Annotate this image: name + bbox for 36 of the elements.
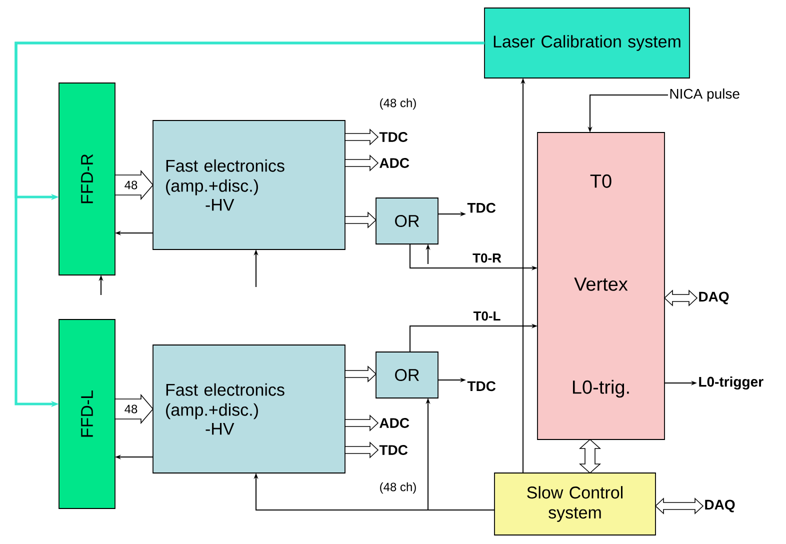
hollow-arrow (578, 438, 602, 474)
detector-box: FFD-R (58, 82, 116, 276)
hollow-arrow (344, 128, 379, 146)
hollow-arrow (114, 394, 154, 424)
edge-label: T0-L (472, 310, 502, 322)
hollow-arrow (654, 498, 704, 514)
channel-count-label: (48 ch) (380, 98, 416, 110)
signal-label: L0-trigger (699, 376, 764, 390)
edge-label: 48 (124, 404, 138, 414)
calibration-box: Laser Calibration system (484, 8, 690, 78)
channel-count-label: (48 ch) (380, 482, 416, 494)
edge-label: T0-R (472, 252, 502, 264)
hollow-arrow (344, 154, 379, 172)
detector-box: FFD-L (58, 319, 116, 509)
hollow-arrow (344, 414, 379, 432)
hollow-arrow (664, 290, 698, 306)
electronics-box: Fast electronics (amp.+disc.) -HV (152, 344, 346, 474)
control-box: Slow Control system (494, 472, 656, 536)
edge-label: 48 (124, 180, 138, 190)
trigger-box: T0 Vertex L0-trig. (537, 132, 665, 440)
hollow-arrow (344, 442, 379, 458)
signal-label: TDC (467, 381, 496, 392)
signal-label: TDC (467, 202, 496, 213)
signal-label: ADC (380, 418, 410, 428)
signal-label: TDC (379, 445, 408, 455)
hollow-arrow (114, 170, 154, 200)
signal-label: DAQ (699, 292, 729, 304)
signal-label: ADC (380, 158, 410, 168)
electronics-box: Fast electronics (amp.+disc.) -HV (152, 120, 346, 250)
or-box: OR (376, 198, 438, 244)
signal-label: TDC (379, 132, 408, 142)
hollow-arrow (344, 212, 377, 228)
signal-label: NICA pulse (670, 88, 740, 102)
hollow-arrow (344, 366, 377, 382)
signal-label: DAQ (705, 500, 735, 512)
or-box: OR (376, 352, 438, 398)
